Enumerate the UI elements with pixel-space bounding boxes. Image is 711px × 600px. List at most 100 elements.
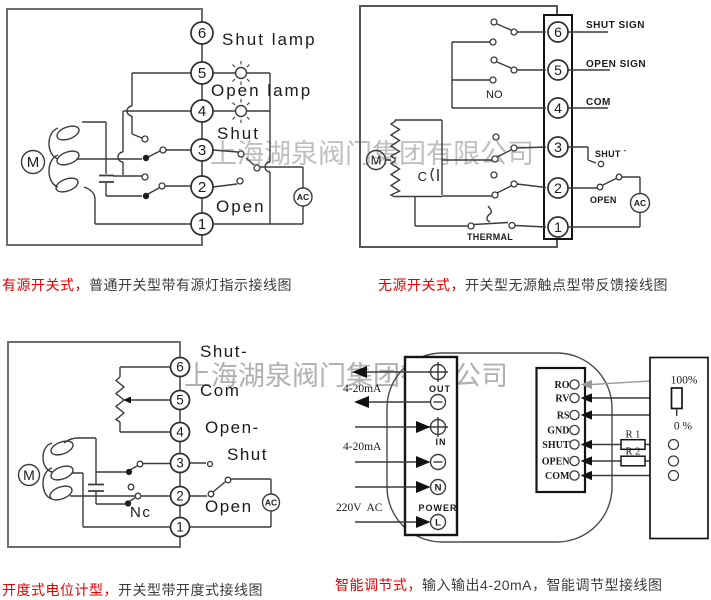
terminal-6: 6: [190, 21, 214, 45]
svg-text:2: 2: [198, 179, 206, 196]
terminal-strip: [543, 14, 573, 240]
label-shut: Shut: [227, 445, 268, 464]
svg-text:0 %: 0 %: [674, 421, 693, 433]
diagram-potentiometer-type: M AC 6: [7, 341, 281, 548]
svg-text:3: 3: [554, 139, 562, 155]
caption-title: 开度式电位计型，: [2, 582, 118, 598]
svg-text:C: C: [418, 169, 427, 184]
svg-text:100%: 100%: [671, 375, 698, 387]
label-open-minus: Open-: [205, 418, 260, 437]
terminal-1: 1: [190, 212, 214, 236]
capacitor-icon: [99, 174, 114, 183]
svg-text:AC: AC: [265, 498, 277, 508]
lamp-icon-shut: [229, 61, 253, 85]
svg-text:5: 5: [554, 62, 562, 78]
label-com: Com: [200, 381, 240, 400]
terminal-3: 3: [547, 136, 569, 158]
label-in: IN: [436, 437, 447, 447]
label-open: OPEN: [590, 195, 617, 205]
svg-text:M: M: [27, 154, 40, 171]
svg-text:RS: RS: [557, 411, 570, 422]
motor-icon: M: [17, 440, 74, 501]
switch-icon: [141, 135, 261, 200]
label-open: Open: [216, 197, 266, 216]
svg-text:4: 4: [198, 103, 206, 120]
enclosure-outline: [7, 341, 181, 548]
caption-desc: 输入输出4-20mA，智能调节型接线图: [422, 577, 663, 593]
svg-text:SHUT: SHUT: [542, 440, 570, 451]
wiper-arrow-icon: [123, 396, 131, 404]
actuator-outline: [386, 352, 613, 543]
caption-desc: 普通开关型带有源灯指示接线图: [89, 277, 292, 293]
label-open: Open: [205, 497, 253, 516]
motor-icon: M: [365, 149, 387, 171]
svg-text:2: 2: [554, 180, 562, 196]
connector-pins: RO RV RS GND SHUT OPEN COM: [542, 379, 580, 482]
svg-text:6: 6: [554, 24, 562, 40]
wires: [77, 72, 304, 225]
terminal-1: 1: [547, 216, 569, 238]
thermal-switch-icon: [467, 221, 516, 230]
label-shut: SHUT `: [595, 149, 627, 159]
terminal-4: 4: [547, 97, 569, 119]
caption-smart: 智能调节式，输入输出4-20mA，智能调节型接线图: [335, 578, 663, 592]
wires: [63, 366, 272, 528]
motor-winding-icon: [389, 120, 401, 198]
terminal-1: 1: [169, 516, 191, 538]
ac-source-icon: AC: [261, 493, 281, 512]
svg-text:1: 1: [198, 216, 206, 233]
terminal-5: 5: [169, 389, 191, 411]
label-shut: Shut: [217, 124, 260, 143]
label-out: OUT: [429, 384, 451, 394]
svg-text:RO: RO: [555, 380, 570, 391]
caption-title: 无源开关式，: [378, 277, 465, 293]
label-in-range: 4-20mA: [343, 441, 382, 453]
svg-text:5: 5: [198, 65, 206, 82]
watermark-line-1: 上海湖泉阀门集团有限公司: [210, 139, 534, 169]
svg-text:6: 6: [176, 360, 184, 375]
label-power: POWER: [418, 503, 457, 513]
label-shut-minus: Shut-: [200, 342, 248, 361]
feedback-potentiometer: 100% 0 %: [671, 375, 698, 433]
terminal-in-plus: [428, 417, 448, 437]
svg-text:R 2: R 2: [626, 447, 641, 458]
lamp-icon-open: [229, 99, 253, 123]
signal-arrows: [352, 366, 431, 528]
switch-icon: [489, 18, 623, 199]
svg-text:AC: AC: [634, 198, 646, 208]
label-shut-lamp: Shut lamp: [222, 30, 317, 49]
svg-text:3: 3: [176, 456, 184, 471]
svg-text:RV: RV: [555, 394, 570, 405]
svg-text:AC: AC: [297, 192, 309, 202]
svg-text:6: 6: [198, 25, 206, 42]
label-open-lamp: Open lamp: [211, 81, 312, 100]
enclosure-outline: [6, 8, 203, 246]
caption-title: 智能调节式，: [335, 577, 422, 593]
svg-text:M: M: [23, 467, 35, 483]
label-out-range: 4-20mA: [343, 383, 382, 395]
ac-source-icon: AC: [293, 187, 313, 207]
caption-desc: 开关型带开度式接线图: [118, 582, 263, 598]
svg-text:4: 4: [176, 425, 184, 440]
wires: [385, 23, 641, 228]
diagram-smart-regulation-type: N L OUT IN POWER 4-20mA 4-20mA 220V AC: [336, 352, 709, 543]
label-no: NO: [486, 89, 503, 101]
switch-icon: [124, 460, 232, 507]
terminal-3: 3: [169, 452, 191, 474]
terminal-5: 5: [547, 59, 569, 81]
label-open-sign: OPEN SIGN: [586, 59, 646, 70]
resistor-r1: R 1: [620, 430, 646, 451]
label-com: COM: [586, 97, 611, 108]
svg-text:N: N: [435, 483, 442, 494]
svg-text:R 1: R 1: [626, 430, 641, 441]
terminal-4: 4: [169, 421, 191, 443]
svg-text:OPEN: OPEN: [542, 457, 571, 468]
svg-text:3: 3: [198, 142, 206, 159]
svg-text:M: M: [371, 153, 382, 168]
caption-passive-switch: 无源开关式，开关型无源触点型带反馈接线图: [378, 278, 668, 292]
svg-text:5: 5: [176, 393, 184, 408]
caption-active-switch: 有源开关式，普通开关型带有源灯指示接线图: [2, 278, 292, 292]
svg-text:L: L: [435, 518, 441, 529]
terminal-5: 5: [190, 61, 214, 85]
